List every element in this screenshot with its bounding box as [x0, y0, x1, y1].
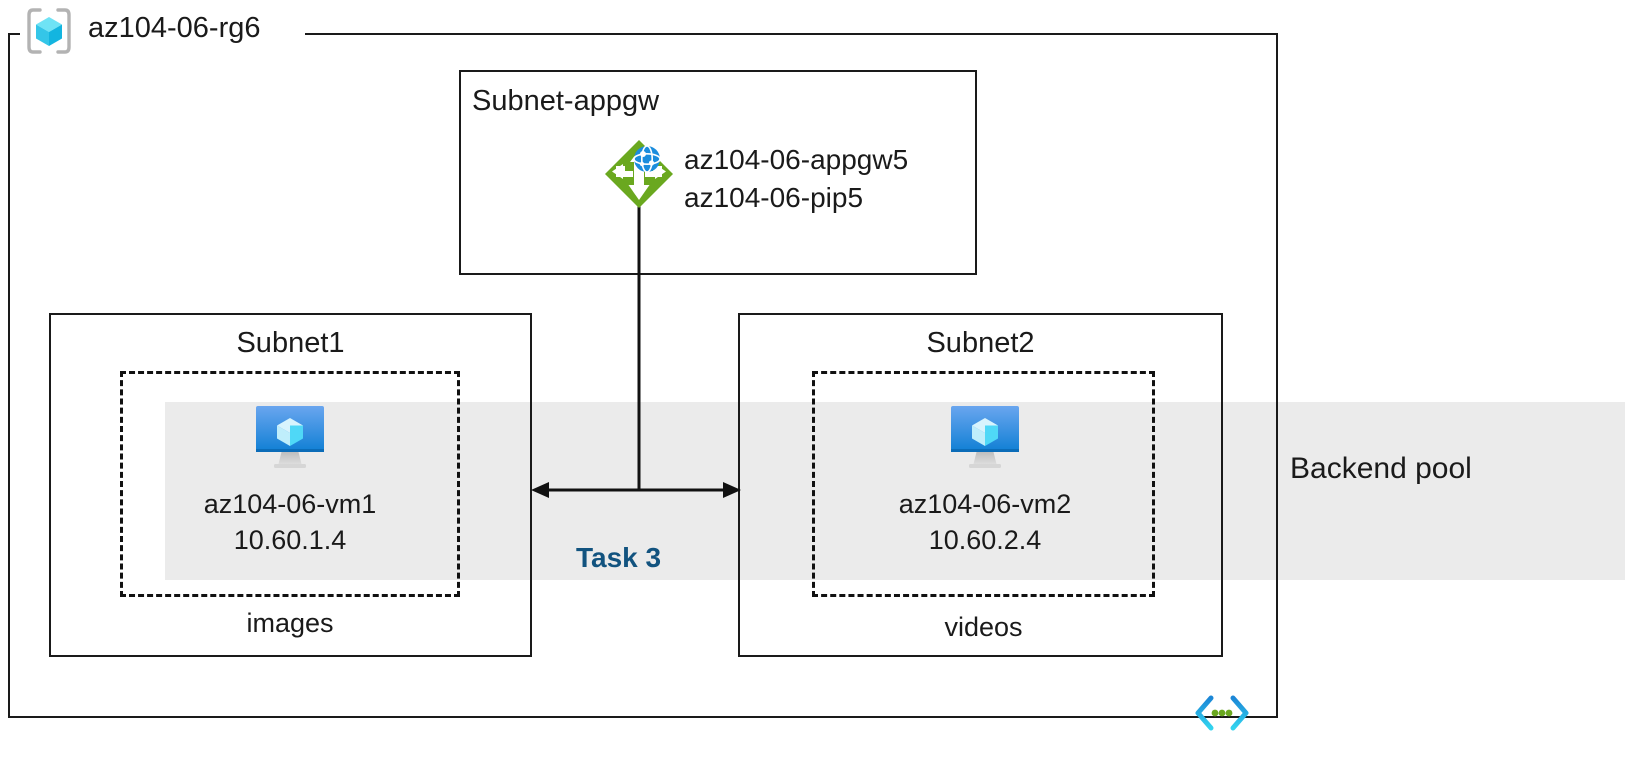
- resource-group-title: az104-06-rg6: [88, 12, 261, 44]
- vm2-ip: 10.60.2.4: [928, 525, 1042, 555]
- backend-pool-band: [165, 402, 1625, 580]
- subnet-appgw-box: [459, 70, 977, 275]
- resource-group-box: [8, 33, 1278, 718]
- application-gateway-labels: az104-06-appgw5 az104-06-pip5: [684, 141, 908, 217]
- vm2-group: az104-06-vm2 10.60.2.4: [855, 400, 1115, 558]
- backend-pool-label: Backend pool: [1290, 452, 1472, 485]
- code-brackets-icon: [1194, 694, 1250, 732]
- task3-annotation: Task 3: [576, 542, 662, 573]
- resource-group-cube-icon: [24, 6, 74, 56]
- virtual-machine-icon: [951, 406, 1019, 468]
- virtual-machine-icon: [256, 406, 324, 468]
- subnet2-caption: videos: [944, 612, 1023, 642]
- subnet1-caption: images: [246, 608, 334, 638]
- subnet2-dashed-region: [812, 371, 1155, 597]
- vm2-name: az104-06-vm2: [898, 489, 1072, 519]
- public-ip-name: az104-06-pip5: [684, 182, 864, 213]
- appgw-name: az104-06-appgw5: [684, 144, 909, 175]
- vm1-ip: 10.60.1.4: [233, 525, 347, 555]
- subnet2-title: Subnet2: [926, 327, 1035, 359]
- vm1-name: az104-06-vm1: [203, 489, 377, 519]
- application-gateway-icon: [603, 138, 675, 210]
- subnet1-title: Subnet1: [236, 327, 345, 359]
- vm1-group: az104-06-vm1 10.60.1.4: [160, 400, 420, 558]
- subnet-appgw-title: Subnet-appgw: [472, 85, 660, 117]
- subnet1-dashed-region: [120, 371, 460, 597]
